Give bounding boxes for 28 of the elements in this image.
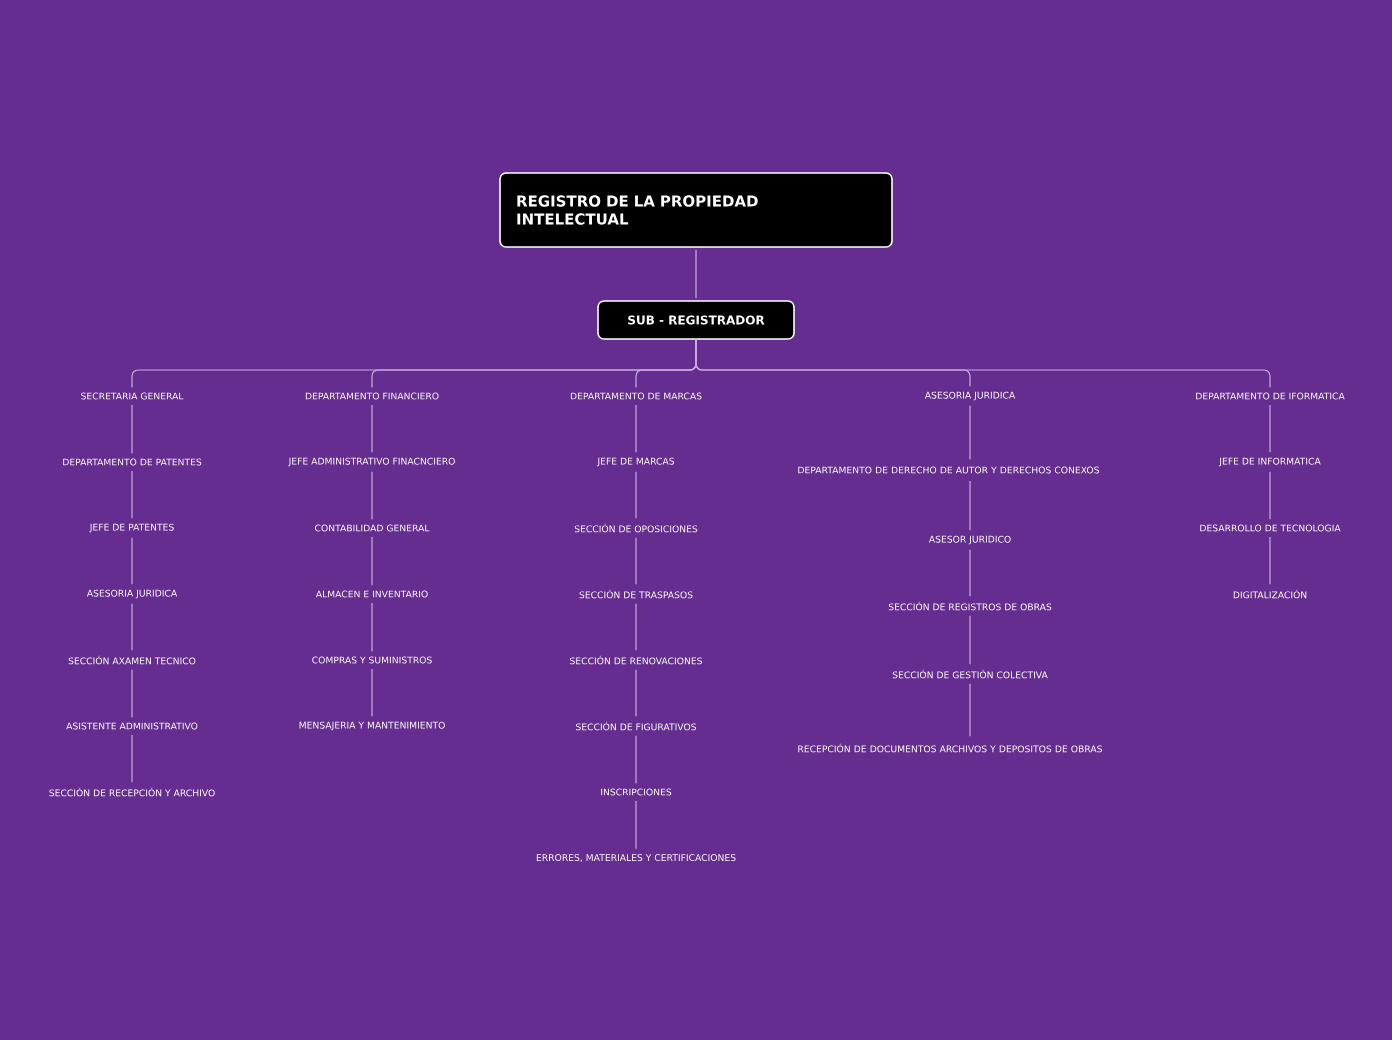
connector-line [635, 404, 637, 453]
connector-line [969, 480, 971, 531]
connector-line [371, 668, 373, 717]
connector-line [969, 549, 971, 597]
connector-line [131, 734, 133, 783]
connector-line [635, 800, 637, 850]
connector-line [635, 537, 637, 585]
connector-line [969, 615, 971, 665]
connector-line [131, 669, 133, 718]
connector-line [635, 669, 637, 717]
connector-line [695, 339, 1271, 388]
connector-line [131, 603, 133, 651]
connector-line [635, 471, 637, 519]
connector-line [131, 470, 133, 519]
connector-line [371, 404, 373, 453]
connector-line [1269, 404, 1271, 453]
connector-line [635, 735, 637, 784]
connector-line [131, 537, 133, 585]
connector-line [1269, 536, 1271, 585]
connector-line [371, 536, 373, 586]
connector-line [131, 404, 133, 454]
connector-line [635, 603, 637, 651]
connector-line [695, 249, 697, 299]
connector-line [371, 471, 373, 520]
connector-line [371, 602, 373, 652]
connector-line [969, 683, 971, 737]
connector-line [969, 405, 971, 460]
connector-line [1269, 471, 1271, 520]
